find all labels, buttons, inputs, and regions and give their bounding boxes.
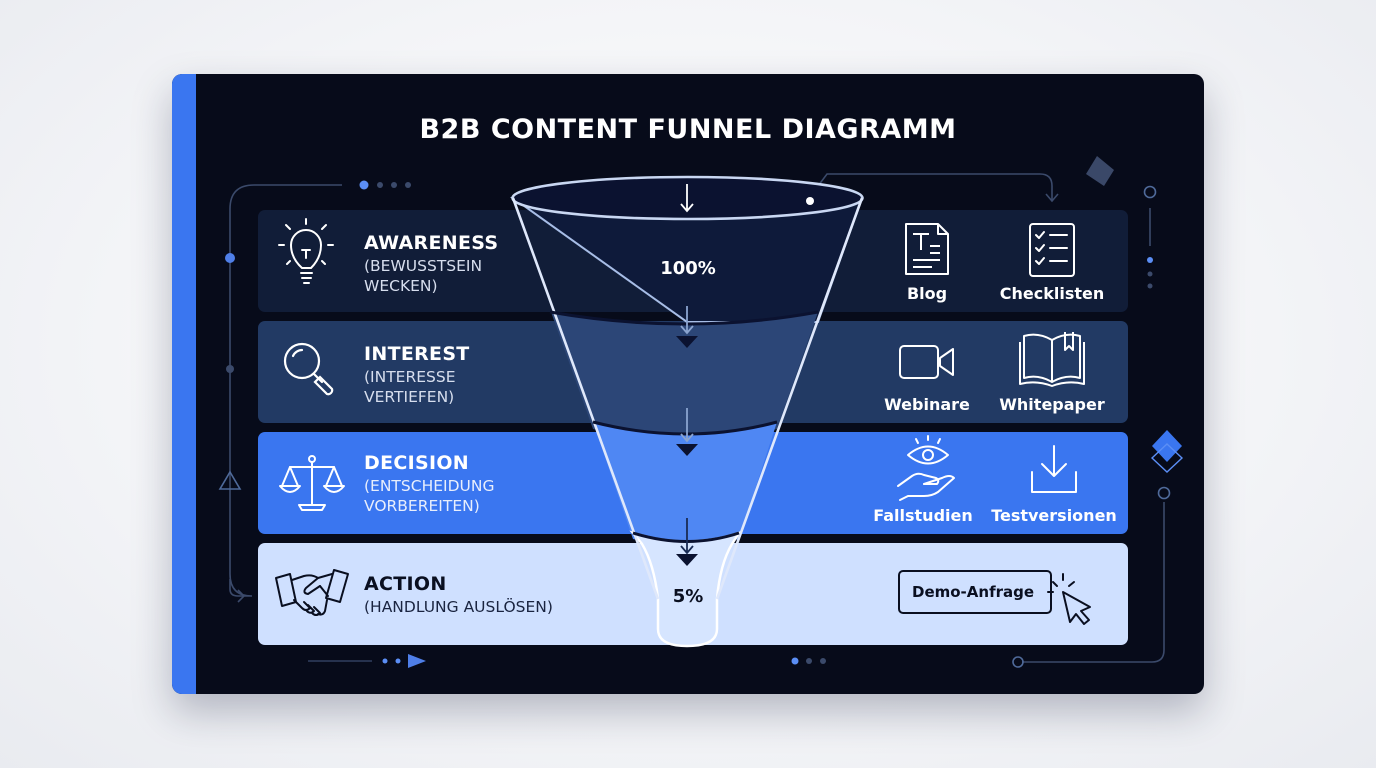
resource-label-blog: Blog	[906, 284, 948, 303]
video-camera-icon	[899, 345, 954, 379]
stage-subtitle-line: (BEWUSSTSEIN	[364, 257, 483, 275]
stage-subtitle-line: (ENTSCHEIDUNG	[364, 477, 495, 495]
funnel-diagram	[218, 156, 1184, 668]
percent-awareness: 100%	[660, 258, 716, 279]
handshake-icon	[275, 569, 349, 616]
magnifier-icon	[283, 342, 334, 396]
stage-title-action: ACTION	[364, 573, 447, 595]
stage-subtitle-line: VERTIEFEN)	[364, 388, 455, 406]
eye-hand-icon	[897, 435, 955, 501]
stage-title-interest: INTEREST	[364, 343, 470, 365]
percent-action: 5%	[672, 586, 704, 607]
stage-title-awareness: AWARENESS	[364, 232, 499, 254]
stage-subtitle-action: (HANDLUNG AUSLÖSEN)	[364, 597, 553, 617]
resource-label-checklisten: Checklisten	[999, 284, 1105, 303]
stage-subtitle-interest: (INTERESSE VERTIEFEN)	[364, 367, 456, 407]
funnel	[509, 175, 864, 648]
stage-subtitle-awareness: (BEWUSSTSEIN WECKEN)	[364, 256, 482, 296]
stage-subtitle-decision: (ENTSCHEIDUNG VORBEREITEN)	[364, 476, 494, 516]
stage-title-decision: DECISION	[364, 452, 469, 474]
diagram-title: B2B CONTENT FUNNEL DIAGRAMM	[419, 114, 957, 145]
resource-label-testversionen: Testversionen	[991, 506, 1117, 525]
flow-arrows	[680, 184, 694, 555]
book-icon	[1019, 332, 1085, 387]
document-icon	[905, 223, 949, 275]
stage-subtitle-line: VORBEREITEN)	[364, 497, 480, 515]
stage-subtitle-line: (INTERESSE	[364, 368, 456, 386]
stage-subtitle-line: WECKEN)	[364, 277, 438, 295]
decor-dots	[218, 156, 1184, 668]
scales-icon	[279, 455, 345, 511]
stage-subtitle-line: (HANDLUNG AUSLÖSEN)	[364, 598, 553, 616]
lightbulb-icon	[278, 218, 334, 284]
download-icon	[1031, 445, 1077, 493]
demo-request-button[interactable]: Demo-Anfrage	[898, 570, 1052, 614]
accent-bar	[172, 74, 196, 694]
resource-label-whitepaper: Whitepaper	[999, 395, 1105, 414]
decor-lines	[229, 173, 1165, 663]
resource-label-fallstudien: Fallstudien	[873, 506, 973, 525]
diagram-card: B2B CONTENT FUNNEL DIAGRAMM	[172, 74, 1204, 694]
checklist-icon	[1029, 223, 1075, 277]
resource-label-webinare: Webinare	[884, 395, 970, 414]
cursor-click-icon	[1047, 573, 1091, 625]
rim-dot	[806, 197, 814, 205]
